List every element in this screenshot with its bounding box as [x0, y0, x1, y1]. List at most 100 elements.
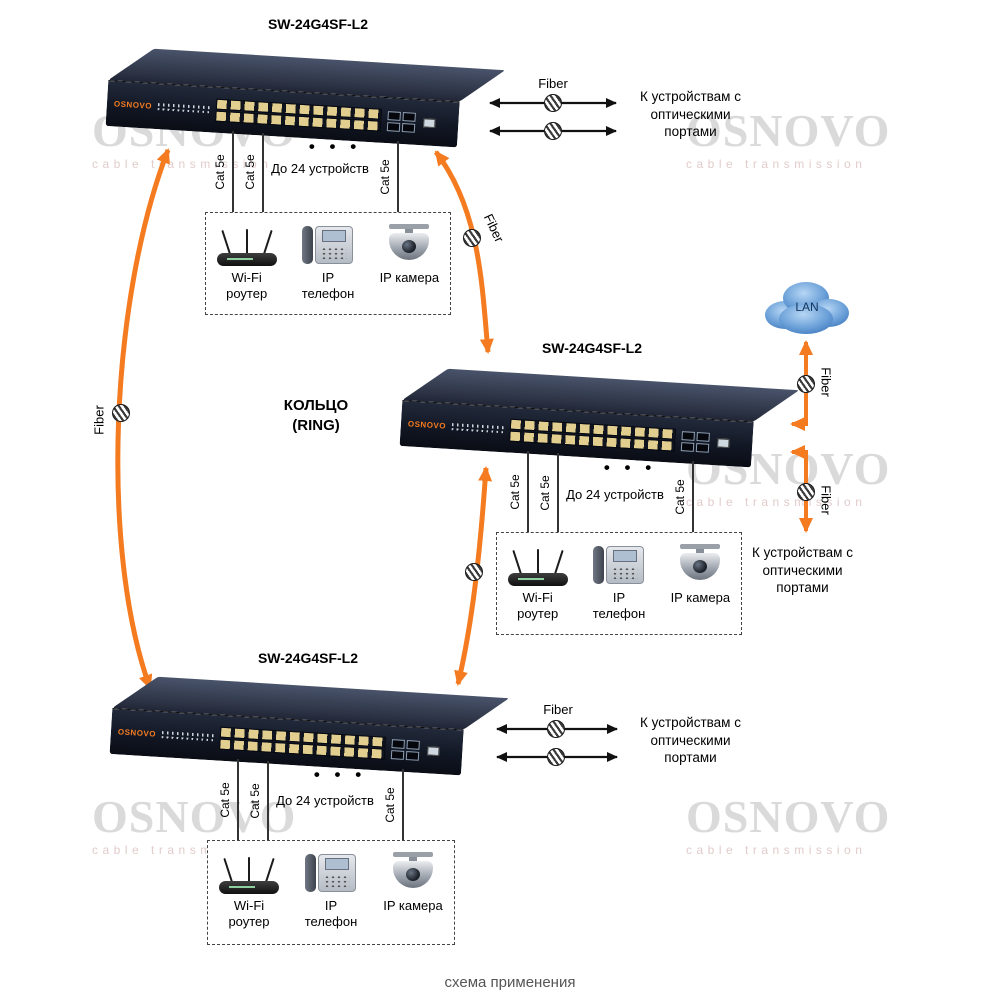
cat5e-line [232, 131, 234, 212]
fiber-cable-symbol [547, 748, 565, 766]
ip-camera-icon [385, 851, 441, 895]
diagram-caption: схема применения [444, 974, 576, 991]
cat5e-label: Cat 5e [213, 154, 227, 190]
switch-console-port [717, 438, 730, 449]
ip-phone-icon [303, 851, 359, 895]
switch-rj45-ports [215, 97, 383, 134]
switch-rj45-ports [509, 417, 677, 454]
fiber-label-optical: Fiber [818, 485, 834, 515]
switch-brand-label: OSNOVO [113, 99, 153, 111]
fiber-cable-symbol [547, 720, 565, 738]
watermark: OSNOVO cable transmission [92, 791, 302, 858]
ring-line: КОЛЬЦО [283, 397, 349, 414]
watermark-subtitle: cable transmission [92, 157, 273, 171]
cat5e-line [262, 133, 264, 212]
optical-devices-text-bottom: К устройствам с оптическими портами [618, 714, 763, 767]
cat5e-label: Cat 5e [218, 782, 232, 818]
optical-devices-text-middle: К устройствам с оптическими портами [730, 544, 875, 597]
switch-brand-label: OSNOVO [407, 419, 447, 431]
switch-console-port [427, 746, 440, 757]
fiber-cable-symbol [797, 483, 815, 501]
ring-line: (RING) [292, 417, 340, 435]
optical-line: портами [664, 750, 717, 766]
optical-line: К устройствам с [752, 545, 853, 560]
cat5e-label: Cat 5e [508, 474, 522, 510]
fiber-label-lan: Fiber [818, 367, 834, 397]
wifi-router-icon [217, 851, 281, 895]
fiber-label-ring-left: Fiber [91, 405, 107, 435]
ip-camera: IP камера [369, 223, 450, 286]
ellipsis-dots: • • • [308, 137, 362, 156]
fiber-to-optical-arrow [790, 445, 813, 533]
switch-brand-label: OSNOVO [117, 727, 157, 739]
cat5e-line [267, 761, 269, 840]
optical-line: оптическими [650, 732, 731, 748]
watermark-title: OSNOVO [686, 791, 891, 842]
fiber-label-top: Fiber [538, 76, 568, 91]
watermark-title: OSNOVO [686, 105, 891, 156]
watermark: OSNOVO cable transmission [686, 791, 896, 858]
watermark: OSNOVO cable transmission [686, 105, 896, 172]
switch-sfp-ports [390, 738, 420, 761]
ip-camera: IP камера [660, 543, 741, 606]
up-to-devices-label: До 24 устройств [271, 161, 369, 176]
ring-title: КОЛЬЦО (RING) [266, 396, 366, 437]
fiber-cable-symbol [797, 375, 815, 393]
optical-devices-text-top: К устройствам с оптическими портами [618, 88, 763, 141]
cat5e-line [527, 451, 529, 532]
switch-title-top: SW-24G4SF-L2 [267, 16, 369, 32]
fiber-cable-symbol [544, 94, 562, 112]
ip-camera-label: IP камера [379, 270, 440, 285]
optical-line: портами [776, 580, 829, 596]
ip-phone-icon [591, 543, 647, 587]
optical-line: портами [664, 124, 717, 140]
ellipsis-dots: • • • [603, 458, 657, 477]
switch-title-bottom: SW-24G4SF-L2 [257, 650, 359, 666]
ip-camera-icon [672, 543, 728, 587]
cat5e-line [397, 141, 399, 212]
switch-led-strip [157, 101, 211, 115]
fiber-label-bottom: Fiber [543, 702, 573, 717]
optical-line: оптическими [762, 562, 843, 578]
watermark-subtitle: cable transmission [686, 495, 867, 509]
wifi-router-icon [506, 543, 570, 587]
ellipsis-dots: • • • [313, 765, 367, 784]
wifi-router-icon [215, 223, 279, 267]
optical-line: К устройствам с [640, 715, 741, 730]
ip-phone-icon [300, 223, 356, 267]
watermark-subtitle: cable transmission [686, 843, 867, 857]
ring-fiber-top-right [434, 150, 494, 354]
lan-cloud [765, 282, 849, 334]
ring-fiber-middle-bottom [454, 466, 493, 686]
cat5e-line [237, 759, 239, 840]
cat5e-line [557, 453, 559, 532]
ip-camera: IP камера [372, 851, 453, 914]
ring-fiber-left [115, 148, 171, 690]
optical-line: оптическими [650, 106, 731, 122]
watermark: OSNOVO cable transmission [686, 446, 896, 510]
switch-rj45-ports [219, 725, 387, 762]
switch-sfp-ports [680, 430, 710, 453]
fiber-cable-symbol [463, 229, 481, 247]
switch-sfp-ports [386, 110, 416, 133]
fiber-to-lan-arrow [790, 340, 813, 431]
up-to-devices-label: До 24 устройств [566, 487, 664, 502]
cat5e-line [402, 769, 404, 840]
watermark-title: OSNOVO [92, 791, 297, 842]
